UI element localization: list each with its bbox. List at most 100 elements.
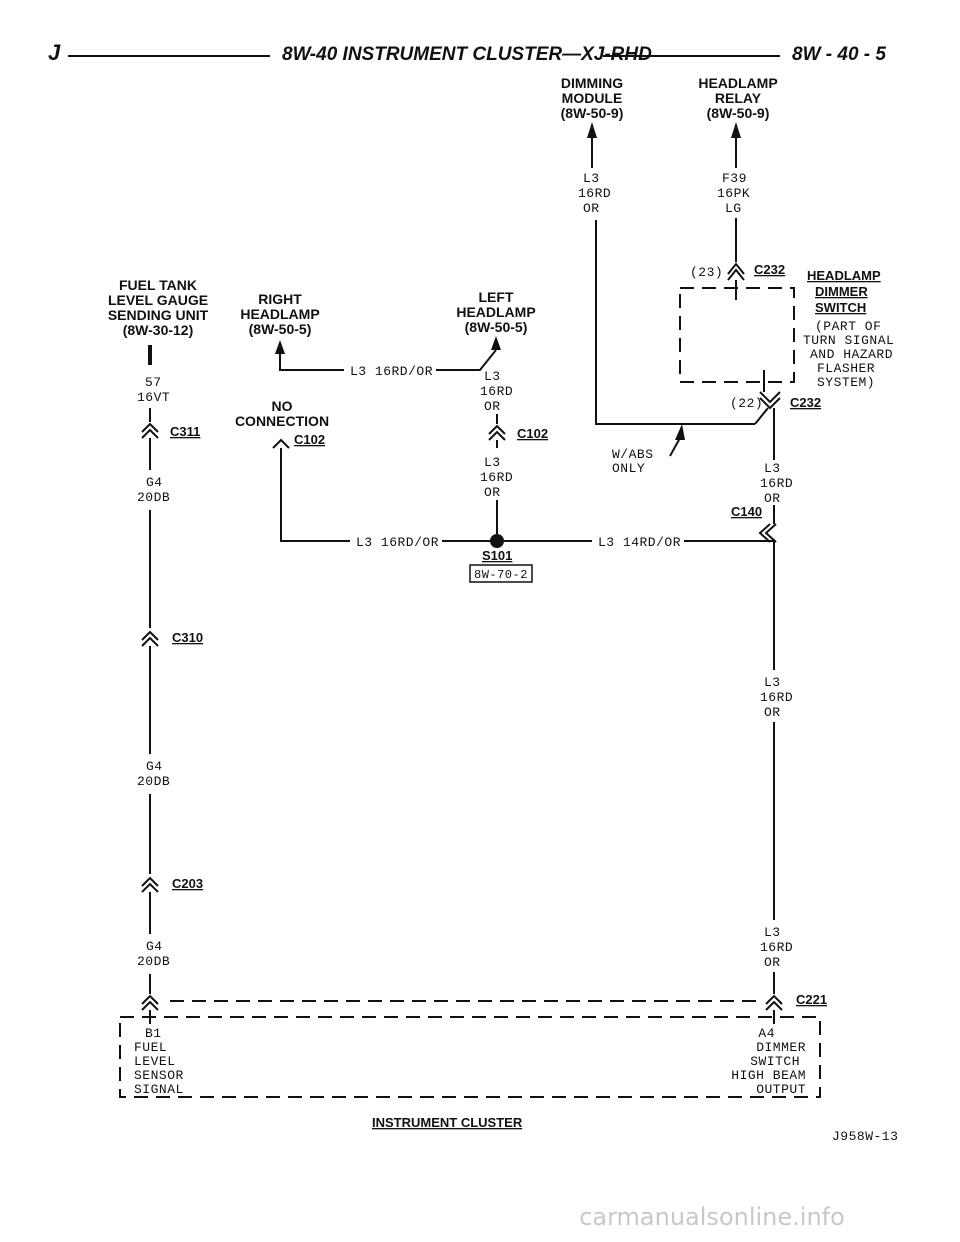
c232-top-label: C232: [754, 262, 785, 277]
wire-l3-headlamp-h: L3 16RD/OR: [350, 364, 433, 379]
s101-splice-icon: [490, 534, 504, 548]
c140-label: C140: [731, 504, 762, 519]
wire-dim-down: [595, 220, 755, 425]
dimmer-switch-line2: DIMMER: [815, 284, 868, 299]
wire-dim-to-c232: [754, 407, 769, 425]
c232-top-connector-icon: [727, 262, 745, 281]
c310-label: C310: [172, 630, 203, 645]
c102-right-label: C102: [517, 426, 548, 441]
wire-f39-3: LG: [725, 201, 742, 216]
dimming-module-line2: MODULE: [562, 90, 623, 106]
b1-line3: LEVEL: [134, 1054, 176, 1069]
dimmer-switch-line1: HEADLAMP: [807, 268, 881, 283]
dimmer-switch-note4: FLASHER: [817, 361, 875, 376]
w-abs-arrow-icon: [675, 424, 685, 440]
wire-l3-left-1: L3: [484, 369, 501, 384]
wire-l3-c102-3: OR: [484, 485, 501, 500]
page-header: J 8W-40 INSTRUMENT CLUSTER—XJ-RHD 8W - 4…: [48, 40, 886, 65]
w-abs-line2: ONLY: [612, 461, 645, 476]
wire-l3-right-c-3: OR: [764, 955, 781, 970]
wire-l3-dim-3: OR: [583, 201, 600, 216]
a4-pin-label: A4 DIMMER SWITCH HIGH BEAM OUTPUT: [731, 1026, 806, 1097]
c203-label: C203: [172, 876, 203, 891]
wire-l3-right-b-1: L3: [764, 675, 781, 690]
s101-label: S101: [482, 548, 512, 563]
wire-to-left-headlamp: [436, 349, 497, 371]
left-headlamp-label: LEFT HEADLAMP (8W-50-5): [456, 289, 535, 335]
a4-line4: HIGH BEAM: [731, 1068, 806, 1083]
wire-57-1: 57: [145, 375, 162, 390]
wire-f39-2: 16PK: [717, 186, 750, 201]
headlamp-relay-label: HEADLAMP RELAY (8W-50-9): [698, 75, 777, 121]
wire-no-connection: [280, 448, 350, 542]
c221-left-connector-icon: [141, 994, 159, 1011]
b1-line2: FUEL: [134, 1040, 167, 1055]
c232-bottom-pin: (22): [730, 396, 763, 411]
a4-line2: DIMMER: [756, 1040, 806, 1055]
wire-l3-c102-2: 16RD: [480, 470, 513, 485]
wire-l3-left-3: OR: [484, 399, 501, 414]
b1-line5: SIGNAL: [134, 1082, 184, 1097]
wire-l3-dim-2: 16RD: [578, 186, 611, 201]
fuel-tank-line3: SENDING UNIT: [108, 307, 209, 323]
wire-l3-splice-right: L3 14RD/OR: [598, 535, 681, 550]
dimmer-switch-label: HEADLAMP DIMMER SWITCH (PART OF TURN SIG…: [803, 268, 894, 390]
wire-l3-right-a-3: OR: [764, 491, 781, 506]
wire-right-headlamp: [279, 354, 344, 371]
wire-g4-c-2: 20DB: [137, 954, 170, 969]
c102-left-label: C102: [294, 432, 325, 447]
fuel-tank-line2: LEVEL GAUGE: [108, 292, 208, 308]
c102-left-connector-icon: [272, 438, 290, 449]
dimmer-switch-note3: AND HAZARD: [810, 347, 893, 362]
b1-line1: B1: [145, 1026, 162, 1041]
left-headlamp-line2: HEADLAMP: [456, 304, 535, 320]
dimmer-switch-line3: SWITCH: [815, 300, 866, 315]
wire-l3-c102-1: L3: [484, 455, 501, 470]
c311-label: C311: [170, 424, 200, 439]
headlamp-relay-line3: (8W-50-9): [707, 105, 770, 121]
fuel-tank-line1: FUEL TANK: [119, 277, 197, 293]
instrument-cluster-box: [119, 1016, 821, 1098]
w-abs-leader: [669, 437, 681, 457]
a4-line5: OUTPUT: [756, 1082, 806, 1097]
header-page-number: 8W - 40 - 5: [792, 44, 886, 65]
c232-bottom-label: C232: [790, 395, 821, 410]
wire-right-main: [684, 540, 775, 922]
c221-label: C221: [796, 992, 827, 1007]
right-headlamp-line2: HEADLAMP: [240, 306, 319, 322]
wire-g4-a-1: G4: [146, 475, 163, 490]
header-title: 8W-40 INSTRUMENT CLUSTER—XJ-RHD: [282, 44, 652, 65]
right-headlamp-line3: (8W-50-5): [249, 321, 312, 337]
b1-line4: SENSOR: [134, 1068, 184, 1083]
no-connection-line1: NO: [272, 398, 293, 414]
label-bg-right-b: [755, 670, 795, 722]
dimmer-switch-box: [679, 287, 795, 383]
arrow-to-right-headlamp-icon: [275, 340, 285, 354]
dimming-module-line3: (8W-50-9): [561, 105, 624, 121]
left-headlamp-line1: LEFT: [479, 289, 514, 305]
s101-ref: 8W-70-2: [474, 568, 528, 582]
arrow-to-left-headlamp-icon: [491, 336, 501, 350]
b1-pin-label: B1 FUEL LEVEL SENSOR SIGNAL: [134, 1026, 184, 1097]
fuel-tank-terminal-icon: [148, 345, 152, 365]
dimmer-switch-note5: SYSTEM): [817, 375, 875, 390]
fuel-tank-label: FUEL TANK LEVEL GAUGE SENDING UNIT (8W-3…: [108, 277, 209, 338]
c311-connector-icon: [141, 422, 159, 439]
c140-connector-icon: [758, 523, 777, 543]
wire-l3-right-b-3: OR: [764, 705, 781, 720]
dimming-module-label: DIMMING MODULE (8W-50-9): [561, 75, 624, 121]
wire-g4-b-2: 20DB: [137, 774, 170, 789]
c232-bottom-connector-icon: [759, 391, 781, 410]
headlamp-relay-line1: HEADLAMP: [698, 75, 777, 91]
header-letter: J: [48, 40, 61, 65]
wire-l3-right-c-2: 16RD: [760, 940, 793, 955]
wire-l3-right-b-2: 16RD: [760, 690, 793, 705]
a4-line3: SWITCH: [750, 1054, 800, 1069]
w-abs-line1: W/ABS: [612, 447, 654, 462]
wire-f39-1: F39: [722, 171, 747, 186]
arrow-to-headlamp-relay-icon: [731, 122, 741, 138]
wire-l3-splice-left: L3 16RD/OR: [356, 535, 439, 550]
label-bg-right-c: [755, 920, 795, 978]
